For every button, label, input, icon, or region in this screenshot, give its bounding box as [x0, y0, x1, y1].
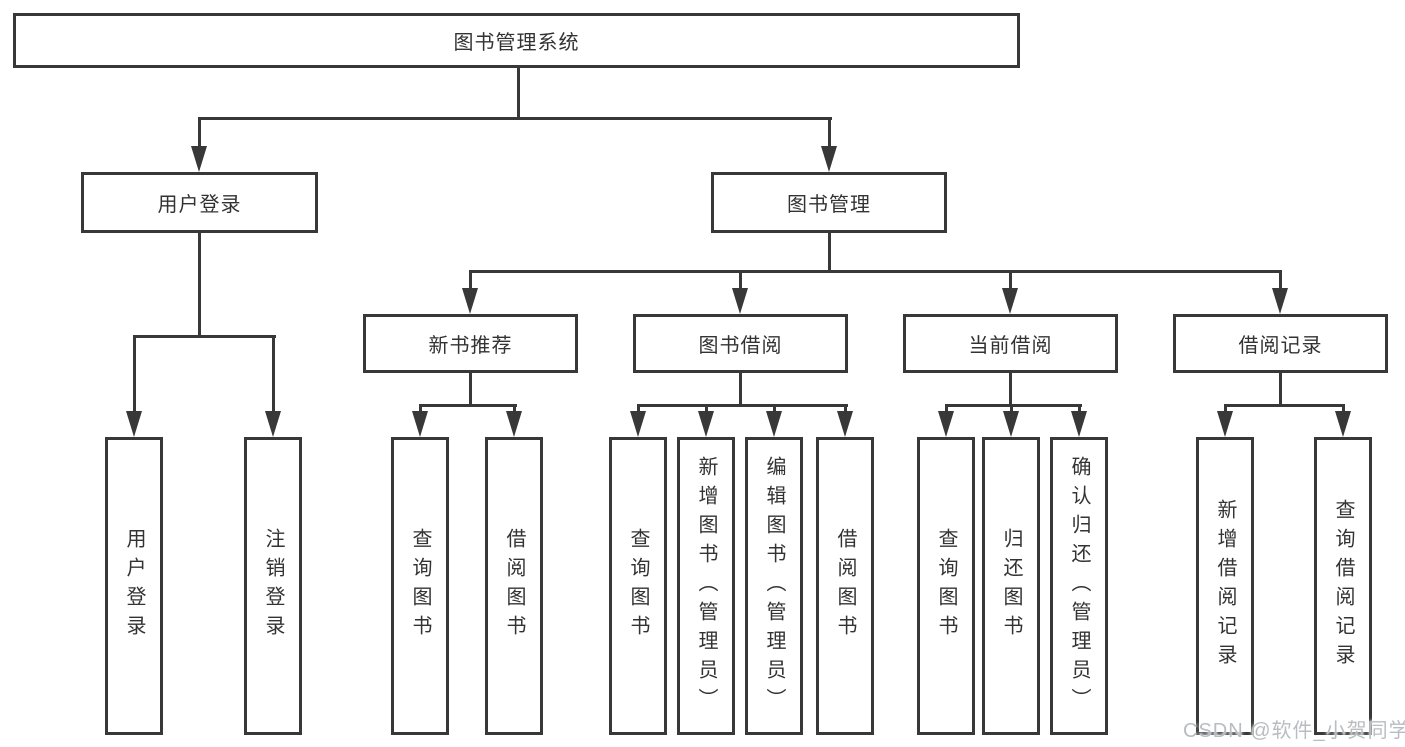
node-new-book-recommend: 新书推荐: [363, 314, 578, 373]
connector-line: [469, 270, 1282, 273]
connector-line: [705, 404, 708, 412]
leaf-logout-label: 注销登录: [262, 528, 284, 644]
connector-line: [133, 335, 136, 412]
node-current-borrow-label: 当前借阅: [968, 335, 1053, 357]
leaf-add-book-admin-label: 新增图书（管理员）: [695, 455, 717, 717]
leaf-confirm-return-admin-label: 确认归还（管理员）: [1068, 455, 1090, 717]
node-user-login-label: 用户登录: [157, 194, 242, 216]
connector-line: [517, 68, 520, 120]
arrowhead-down-icon: [265, 411, 281, 437]
arrowhead-down-icon: [1217, 411, 1233, 437]
arrowhead-down-icon: [698, 411, 714, 437]
arrowhead-down-icon: [126, 411, 142, 437]
arrowhead-down-icon: [837, 411, 853, 437]
connector-line: [198, 233, 201, 338]
node-root: 图书管理系统: [13, 13, 1020, 68]
connector-line: [945, 404, 948, 412]
arrowhead-down-icon: [766, 411, 782, 437]
connector-line: [1078, 404, 1081, 412]
leaf-query-borrow-record-label: 查询借阅记录: [1332, 499, 1354, 673]
leaf-edit-book-admin-label: 编辑图书（管理员）: [763, 455, 785, 717]
node-current-borrow: 当前借阅: [903, 314, 1118, 373]
connector-line: [828, 233, 831, 273]
leaf-query-borrow-record: 查询借阅记录: [1314, 437, 1372, 735]
leaf-logout: 注销登录: [244, 437, 302, 735]
leaf-query-books-current-label: 查询图书: [935, 528, 957, 644]
connector-line: [469, 373, 472, 407]
arrowhead-down-icon: [1003, 411, 1019, 437]
connector-line: [133, 335, 276, 338]
connector-line: [844, 404, 847, 412]
arrowhead-down-icon: [938, 411, 954, 437]
arrowhead-down-icon: [1002, 288, 1018, 314]
node-book-management-label: 图书管理: [787, 194, 871, 216]
arrowhead-down-icon: [506, 411, 522, 437]
connector-line: [419, 404, 517, 407]
leaf-add-borrow-record-label: 新增借阅记录: [1214, 499, 1236, 673]
leaf-query-books-recommend-label: 查询图书: [409, 528, 431, 644]
leaf-borrow-books-recommend: 借阅图书: [485, 437, 543, 735]
connector-line: [945, 404, 1082, 407]
connector-line: [637, 404, 640, 412]
leaf-query-books-borrow: 查询图书: [609, 437, 667, 735]
leaf-return-books-label: 归还图书: [1000, 528, 1022, 644]
leaf-confirm-return-admin: 确认归还（管理员）: [1050, 437, 1108, 735]
connector-line: [1279, 373, 1282, 407]
watermark: CSDN @软件_小贺同学: [1183, 720, 1405, 742]
connector-line: [637, 404, 848, 407]
connector-line: [1010, 404, 1013, 412]
arrowhead-down-icon: [1335, 411, 1351, 437]
node-book-management: 图书管理: [711, 172, 947, 233]
connector-line: [198, 117, 201, 147]
leaf-borrow-books-recommend-label: 借阅图书: [503, 528, 525, 644]
leaf-query-books-current: 查询图书: [917, 437, 975, 735]
connector-line: [828, 117, 831, 147]
connector-line: [1009, 270, 1012, 290]
leaf-query-books-borrow-label: 查询图书: [627, 528, 649, 644]
connector-line: [739, 373, 742, 407]
arrowhead-down-icon: [1272, 288, 1288, 314]
node-borrow-records-label: 借阅记录: [1238, 335, 1323, 357]
connector-line: [1224, 404, 1227, 412]
arrowhead-down-icon: [630, 411, 646, 437]
arrowhead-down-icon: [732, 288, 748, 314]
leaf-user-login-label: 用户登录: [123, 528, 145, 644]
leaf-add-borrow-record: 新增借阅记录: [1196, 437, 1254, 735]
leaf-borrow-books: 借阅图书: [816, 437, 874, 735]
connector-line: [198, 117, 832, 120]
connector-line: [1279, 270, 1282, 290]
connector-line: [1009, 373, 1012, 407]
arrowhead-down-icon: [191, 146, 207, 172]
leaf-return-books: 归还图书: [982, 437, 1040, 735]
connector-line: [419, 404, 422, 412]
connector-line: [1342, 404, 1345, 412]
arrowhead-down-icon: [1071, 411, 1087, 437]
node-borrow-records: 借阅记录: [1173, 314, 1388, 373]
arrowhead-down-icon: [412, 411, 428, 437]
node-book-borrow: 图书借阅: [633, 314, 848, 373]
connector-line: [1224, 404, 1345, 407]
connector-line: [513, 404, 516, 412]
arrowhead-down-icon: [821, 146, 837, 172]
node-new-book-recommend-label: 新书推荐: [428, 335, 513, 357]
node-book-borrow-label: 图书借阅: [698, 335, 783, 357]
leaf-add-book-admin: 新增图书（管理员）: [677, 437, 735, 735]
connector-line: [773, 404, 776, 412]
arrowhead-down-icon: [462, 288, 478, 314]
node-root-label: 图书管理系统: [453, 32, 580, 54]
leaf-user-login: 用户登录: [105, 437, 163, 735]
connector-line: [469, 270, 472, 290]
connector-line: [272, 335, 275, 412]
leaf-edit-book-admin: 编辑图书（管理员）: [745, 437, 803, 735]
leaf-borrow-books-label: 借阅图书: [834, 528, 856, 644]
leaf-query-books-recommend: 查询图书: [391, 437, 449, 735]
connector-line: [739, 270, 742, 290]
node-user-login: 用户登录: [81, 172, 318, 233]
